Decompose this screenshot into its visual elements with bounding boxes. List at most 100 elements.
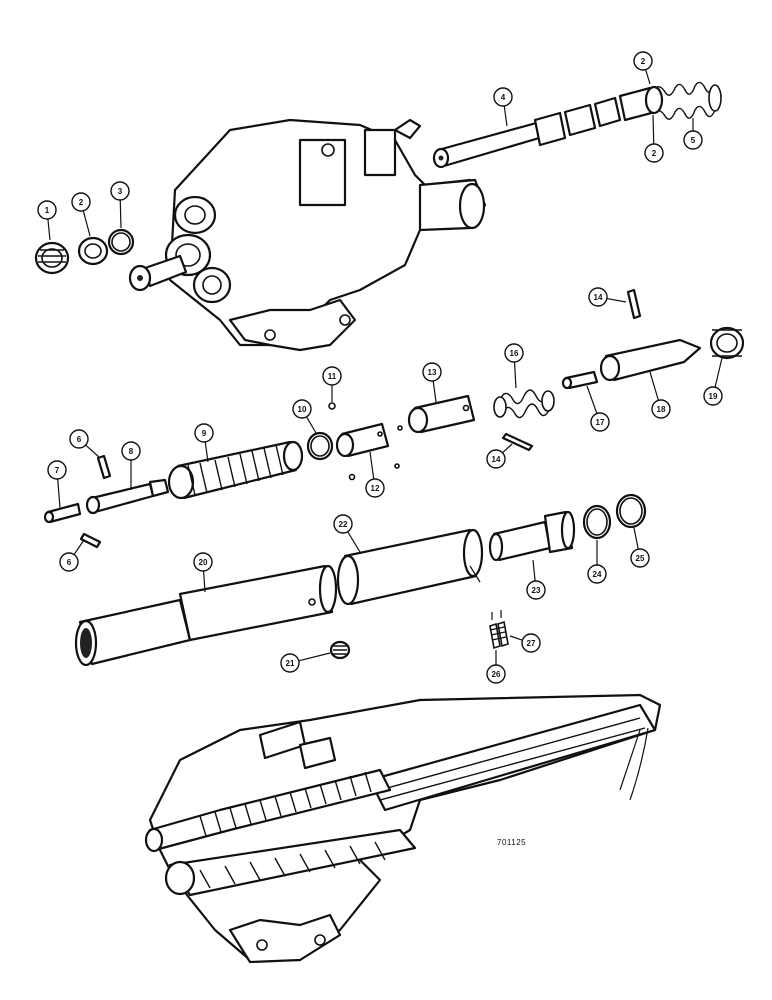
poppet-12	[335, 422, 403, 481]
callout-circle-6	[69, 429, 89, 449]
plunger-8	[85, 478, 170, 515]
callout-label-22: 22	[339, 520, 348, 529]
callout-leader-3	[119, 199, 122, 229]
spring-16	[493, 389, 555, 419]
callout-circle-23	[526, 580, 546, 600]
callout-circle-25	[630, 548, 650, 568]
callout-leader-14	[606, 297, 627, 303]
pin-6-lower	[79, 532, 102, 549]
callout-layer: 1232245667891011121314141617181920212223…	[37, 51, 723, 684]
callout-leader-2	[652, 114, 655, 145]
callout-label-5: 5	[691, 136, 696, 145]
callout-label-20: 20	[199, 558, 208, 567]
callout-leader-25	[633, 527, 639, 550]
pin-7	[43, 502, 82, 524]
ball-11	[328, 402, 336, 410]
valve-body-housing	[128, 118, 487, 352]
callout-circle-13	[422, 362, 442, 382]
callout-circle-14	[588, 287, 608, 307]
callout-circle-7	[47, 460, 67, 480]
callout-label-26: 26	[492, 670, 501, 679]
callout-label-10: 10	[298, 405, 307, 414]
callout-label-11: 11	[328, 372, 337, 381]
callout-leader-19	[714, 357, 723, 388]
callout-leader-16	[513, 361, 517, 389]
callout-circle-22	[333, 514, 353, 534]
nut-19	[709, 326, 745, 360]
spring-21	[329, 640, 351, 660]
callout-circle-10	[292, 399, 312, 419]
callout-label-3: 3	[118, 187, 123, 196]
pin-14-lower	[501, 432, 534, 452]
callout-circle-17	[590, 412, 610, 432]
callout-leader-2	[645, 69, 651, 85]
plug-1	[34, 241, 70, 275]
spring-26-27	[489, 610, 509, 650]
callout-circle-24	[587, 564, 607, 584]
callout-circle-19	[703, 386, 723, 406]
snap-ring-25	[615, 493, 647, 529]
pin-17	[561, 370, 599, 390]
callout-label-14: 14	[492, 455, 501, 464]
callout-circle-2	[644, 143, 664, 163]
callout-label-24: 24	[593, 570, 602, 579]
callout-leader-13	[432, 380, 437, 403]
callout-label-6: 6	[67, 558, 72, 567]
callout-circle-4	[493, 87, 513, 107]
callout-label-4: 4	[501, 93, 506, 102]
callout-label-13: 13	[428, 368, 437, 377]
cup-13	[407, 394, 476, 434]
spool-assembly-top	[432, 81, 722, 169]
cone-18	[599, 338, 702, 382]
callout-label-19: 19	[709, 392, 718, 401]
barrel-20	[74, 564, 338, 667]
sleeve-9	[167, 440, 304, 500]
callout-label-2: 2	[641, 57, 646, 66]
callout-circle-18	[651, 399, 671, 419]
callout-circle-21	[280, 653, 300, 673]
figure-id: 701125	[497, 838, 527, 847]
callout-label-2: 2	[652, 149, 657, 158]
callout-leader-6	[85, 444, 101, 459]
pin-6-upper	[96, 454, 112, 480]
pin-14-upper	[626, 288, 642, 320]
callout-leader-1	[47, 218, 51, 241]
callout-circle-16	[504, 343, 524, 363]
callout-circle-9	[194, 423, 214, 443]
callout-label-1: 1	[45, 206, 50, 215]
cutaway-assembly	[144, 693, 662, 964]
callout-label-7: 7	[55, 466, 60, 475]
callout-leader-4	[503, 105, 508, 127]
callout-leader-6	[73, 539, 85, 555]
callout-label-21: 21	[286, 659, 295, 668]
callout-circle-14	[486, 449, 506, 469]
callout-label-16: 16	[510, 349, 519, 358]
callout-label-14: 14	[594, 293, 603, 302]
callout-label-6: 6	[77, 435, 82, 444]
callout-circle-12	[365, 478, 385, 498]
callout-leader-9	[204, 441, 209, 463]
callout-circle-20	[193, 552, 213, 572]
oring-10	[306, 431, 334, 461]
callout-circle-3	[110, 181, 130, 201]
washer-2-left	[77, 236, 109, 266]
callout-circle-2	[633, 51, 653, 71]
callout-circle-5	[683, 130, 703, 150]
oring-24	[582, 504, 612, 540]
callout-leader-12	[369, 451, 375, 480]
callout-label-17: 17	[596, 418, 605, 427]
callout-label-23: 23	[532, 586, 541, 595]
callout-leader-18	[649, 371, 660, 401]
callout-label-2: 2	[79, 198, 84, 207]
callout-circle-26	[486, 664, 506, 684]
callout-label-9: 9	[202, 429, 207, 438]
callout-leader-23	[532, 559, 536, 582]
callout-leader-17	[586, 385, 598, 414]
callout-circle-6	[59, 552, 79, 572]
oring-3-left	[107, 228, 135, 256]
callout-leader-27	[509, 635, 523, 641]
callout-label-27: 27	[527, 639, 536, 648]
callout-leader-7	[57, 478, 61, 509]
callout-circle-2	[71, 192, 91, 212]
callout-circle-11	[322, 366, 342, 386]
